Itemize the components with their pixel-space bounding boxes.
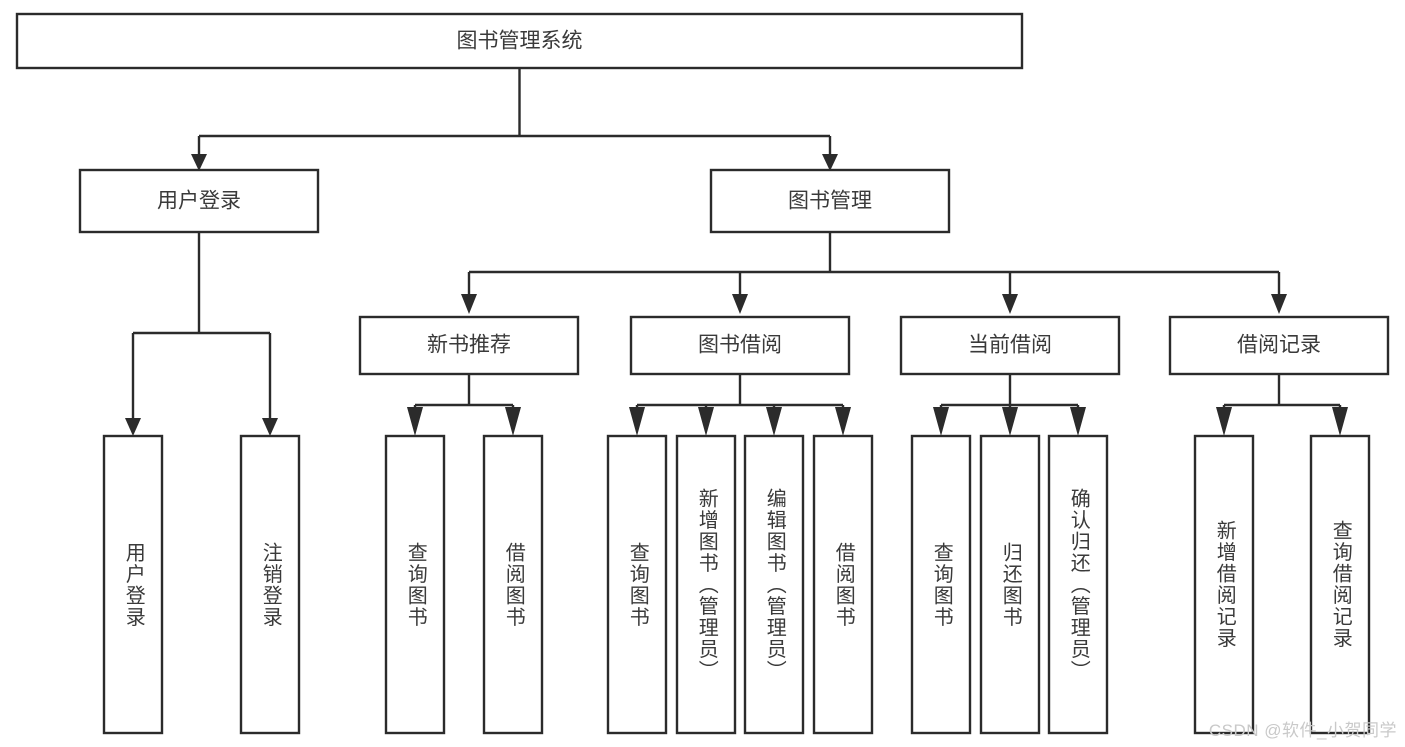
leaf-current-borrow-1[interactable] (910, 434, 972, 735)
leaf-book-borrow-1[interactable] (606, 434, 668, 735)
arrow-borrow-record-leaf-2-icon (1332, 407, 1348, 436)
node-current-borrow[interactable] (899, 315, 1121, 376)
arrow-borrow-record-leaf-1-icon (1216, 407, 1232, 436)
connector-layer (125, 68, 1348, 436)
leaf-book-borrow-3[interactable] (743, 434, 805, 735)
node-current-borrow-label: 当前借阅 (968, 334, 1052, 357)
arrow-new-book-leaf-2-icon (505, 407, 521, 436)
node-new-book-recommend-label: 新书推荐 (427, 334, 511, 357)
leaf-user-login-1[interactable] (102, 434, 164, 735)
arrow-user-login-leaf-2-icon (262, 418, 278, 436)
leaf-new-book-1[interactable] (384, 434, 446, 735)
leaf-new-book-2[interactable] (482, 434, 544, 735)
arrow-book-borrow-leaf-4-icon (835, 407, 851, 436)
arrow-to-new-book-icon (461, 294, 477, 314)
node-new-book-recommend[interactable] (358, 315, 580, 376)
node-borrow-record[interactable] (1168, 315, 1390, 376)
arrow-current-borrow-leaf-1-icon (933, 407, 949, 436)
leaf-book-borrow-2[interactable] (675, 434, 737, 735)
leaf-borrow-record-2[interactable] (1309, 434, 1371, 735)
node-root-label: 图书管理系统 (457, 30, 583, 53)
arrow-current-borrow-leaf-2-icon (1002, 407, 1018, 436)
node-layer: 图书管理系统 用户登录 图书管理 新书推荐 图书借阅 当前借阅 借阅记录 (15, 12, 1390, 735)
node-book-borrow[interactable] (629, 315, 851, 376)
arrow-book-borrow-leaf-1-icon (629, 407, 645, 436)
node-book-manage-label: 图书管理 (788, 190, 872, 213)
leaf-current-borrow-2[interactable] (979, 434, 1041, 735)
node-user-login-label: 用户登录 (157, 190, 241, 213)
leaf-book-borrow-4[interactable] (812, 434, 874, 735)
node-borrow-record-label: 借阅记录 (1237, 334, 1321, 357)
node-root[interactable] (15, 12, 1024, 70)
arrow-book-borrow-leaf-2-icon (698, 407, 714, 436)
node-book-borrow-label: 图书借阅 (698, 334, 782, 357)
arrow-to-user-login-icon (191, 154, 207, 171)
leaf-borrow-record-1[interactable] (1193, 434, 1255, 735)
arrow-user-login-leaf-1-icon (125, 418, 141, 436)
arrow-new-book-leaf-1-icon (407, 407, 423, 436)
leaf-current-borrow-3[interactable] (1047, 434, 1109, 735)
node-book-manage[interactable] (709, 168, 951, 234)
leaf-user-login-2[interactable] (239, 434, 301, 735)
node-user-login[interactable] (78, 168, 320, 234)
arrow-book-borrow-leaf-3-icon (766, 407, 782, 436)
arrow-current-borrow-leaf-3-icon (1070, 407, 1086, 436)
arrow-to-borrow-record-icon (1271, 294, 1287, 314)
arrow-to-book-borrow-icon (732, 294, 748, 314)
arrow-to-current-borrow-icon (1002, 294, 1018, 314)
csdn-watermark: CSDN @软件_小贺同学 (1208, 721, 1397, 740)
arrow-to-book-manage-icon (822, 154, 838, 171)
